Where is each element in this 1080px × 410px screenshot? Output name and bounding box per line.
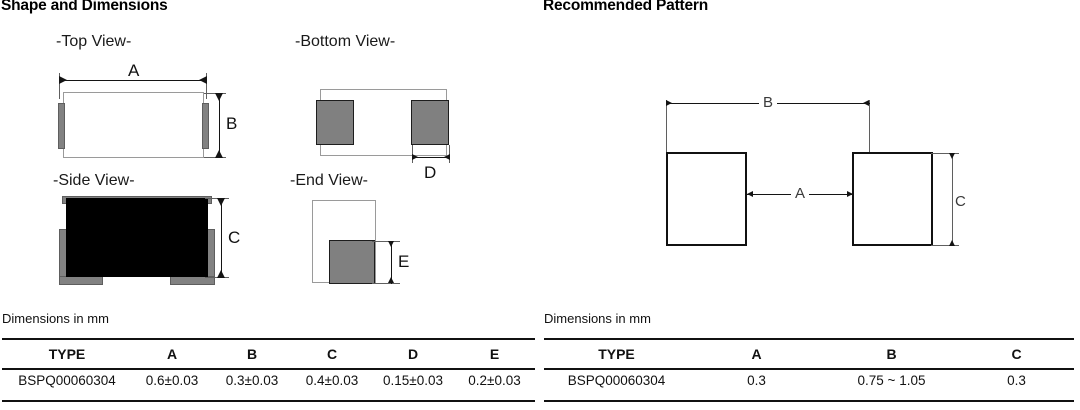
- top-view-body: [63, 92, 204, 158]
- dimension-arrow-c-bottom: [217, 270, 225, 278]
- column-header-c: C: [326, 345, 338, 362]
- dimension-arrow-a-pattern-left: [747, 191, 753, 197]
- top-view-terminal-left: [58, 103, 65, 149]
- table-rule-mid-right: [544, 368, 1074, 371]
- dimension-arrow-c-top: [217, 198, 225, 206]
- page-title-shape-dimensions: Shape and Dimensions: [1, 0, 168, 14]
- table-header-row-left: TYPE A B C D E: [2, 340, 535, 367]
- column-header-b: B: [246, 345, 258, 362]
- view-label-side: -Side View-: [53, 172, 135, 189]
- column-header-a: A: [751, 345, 762, 362]
- top-view-terminal-right: [202, 103, 209, 149]
- table-row: BSPQ00060304 0.6±0.03 0.3±0.03 0.4±0.03 …: [2, 367, 535, 394]
- dimension-arrow-c-pattern-top: [949, 153, 955, 159]
- dimension-label-c-side-view: C: [228, 228, 241, 247]
- cell-c: 0.3: [1007, 373, 1026, 388]
- dimension-arrow-e-top: [388, 241, 394, 247]
- column-header-type: TYPE: [48, 345, 86, 362]
- dimension-line-c: [221, 198, 223, 278]
- column-header-d: D: [407, 345, 419, 362]
- column-header-e: E: [489, 345, 500, 362]
- dimension-label-a-pattern: A: [791, 185, 810, 202]
- dimensions-note-right: Dimensions in mm: [544, 311, 651, 326]
- cell-a: 0.6±0.03: [145, 373, 199, 388]
- dimension-arrow-a-right: [199, 76, 207, 84]
- dimension-line-e: [391, 241, 393, 284]
- cell-type: BSPQ00060304: [567, 373, 666, 388]
- table-row: BSPQ00060304 0.3 0.75 ~ 1.05 0.3: [544, 367, 1074, 394]
- dimension-line-a: [59, 80, 207, 82]
- end-view-ext-line-e-top: [372, 241, 400, 242]
- column-header-a: A: [166, 345, 178, 362]
- dimension-arrow-a-pattern-right: [847, 191, 853, 197]
- column-header-b: B: [886, 345, 897, 362]
- view-label-top: -Top View-: [56, 33, 132, 50]
- dimension-arrow-e-bottom: [388, 277, 394, 283]
- dimension-label-a-top-view: A: [128, 61, 140, 80]
- pattern-ext-line-b-right: [869, 100, 870, 152]
- page-title-recommended-pattern: Recommended Pattern: [543, 0, 709, 14]
- dimension-arrow-a-left: [59, 76, 67, 84]
- pattern-ext-line-c-top: [931, 153, 959, 154]
- table-rule-top-left: [2, 338, 535, 341]
- dimension-line-b: [219, 93, 221, 158]
- recommended-pattern-panel: Recommended Pattern B A C Dimensions in …: [540, 0, 1080, 410]
- top-view-ext-line-left: [59, 73, 60, 99]
- cell-d: 0.15±0.03: [383, 373, 443, 388]
- column-header-c: C: [1011, 345, 1022, 362]
- cell-e: 0.2±0.03: [468, 373, 521, 388]
- side-view-body: [66, 198, 208, 277]
- table-rule-top-right: [544, 338, 1074, 341]
- dimension-label-b-pattern: B: [759, 94, 778, 111]
- dimensions-table-right: TYPE A B C BSPQ00060304 0.3 0.75 ~ 1.05 …: [544, 340, 1074, 394]
- view-label-bottom: -Bottom View-: [295, 33, 396, 50]
- side-view-foot-left: [59, 276, 103, 285]
- end-view-ext-line-e-bottom: [372, 283, 400, 284]
- dimension-arrow-b-top: [215, 93, 223, 101]
- table-rule-bottom-left: [2, 400, 535, 403]
- dimension-arrow-b-pattern-left: [666, 100, 672, 106]
- top-view-ext-line-right: [206, 73, 207, 99]
- dimensions-table-left: TYPE A B C D E BSPQ00060304 0.6±0.03 0.3…: [2, 340, 535, 394]
- table-rule-mid-left: [2, 368, 535, 371]
- pattern-ext-line-b-left: [666, 100, 667, 152]
- view-label-end: -End View-: [290, 172, 368, 189]
- dimension-line-c-pattern: [952, 153, 953, 246]
- dimension-label-d: D: [424, 163, 437, 182]
- pattern-ext-line-c-bottom: [931, 245, 959, 246]
- column-header-type: TYPE: [598, 345, 635, 362]
- dimensions-note-left: Dimensions in mm: [2, 311, 109, 326]
- cell-c: 0.4±0.03: [305, 373, 359, 388]
- cell-b: 0.75 ~ 1.05: [857, 373, 926, 388]
- bottom-view-pad-left: [316, 100, 354, 145]
- dimension-label-c-pattern: C: [955, 191, 966, 212]
- dimension-line-d: [412, 157, 450, 159]
- table-rule-bottom-right: [544, 400, 1074, 403]
- shape-and-dimensions-panel: Shape and Dimensions -Top View- A B -Bot…: [1, 0, 535, 403]
- pattern-pad-left: [666, 152, 747, 246]
- end-view-terminal: [329, 240, 375, 284]
- table-header-row-right: TYPE A B C: [544, 340, 1074, 367]
- dimension-arrow-b-pattern-right: [863, 100, 869, 106]
- dimension-arrow-d-right: [444, 154, 450, 160]
- dimension-label-b-top-view: B: [226, 114, 238, 133]
- pattern-pad-right: [852, 152, 933, 246]
- bottom-view-pad-right: [411, 100, 449, 145]
- dimension-arrow-d-left: [412, 154, 418, 160]
- dimension-arrow-b-bottom: [215, 150, 223, 158]
- dimension-label-e: E: [398, 252, 410, 271]
- cell-type: BSPQ00060304: [18, 373, 116, 388]
- dimension-arrow-c-pattern-bottom: [949, 240, 955, 246]
- cell-a: 0.3: [747, 373, 766, 388]
- cell-b: 0.3±0.03: [225, 373, 279, 388]
